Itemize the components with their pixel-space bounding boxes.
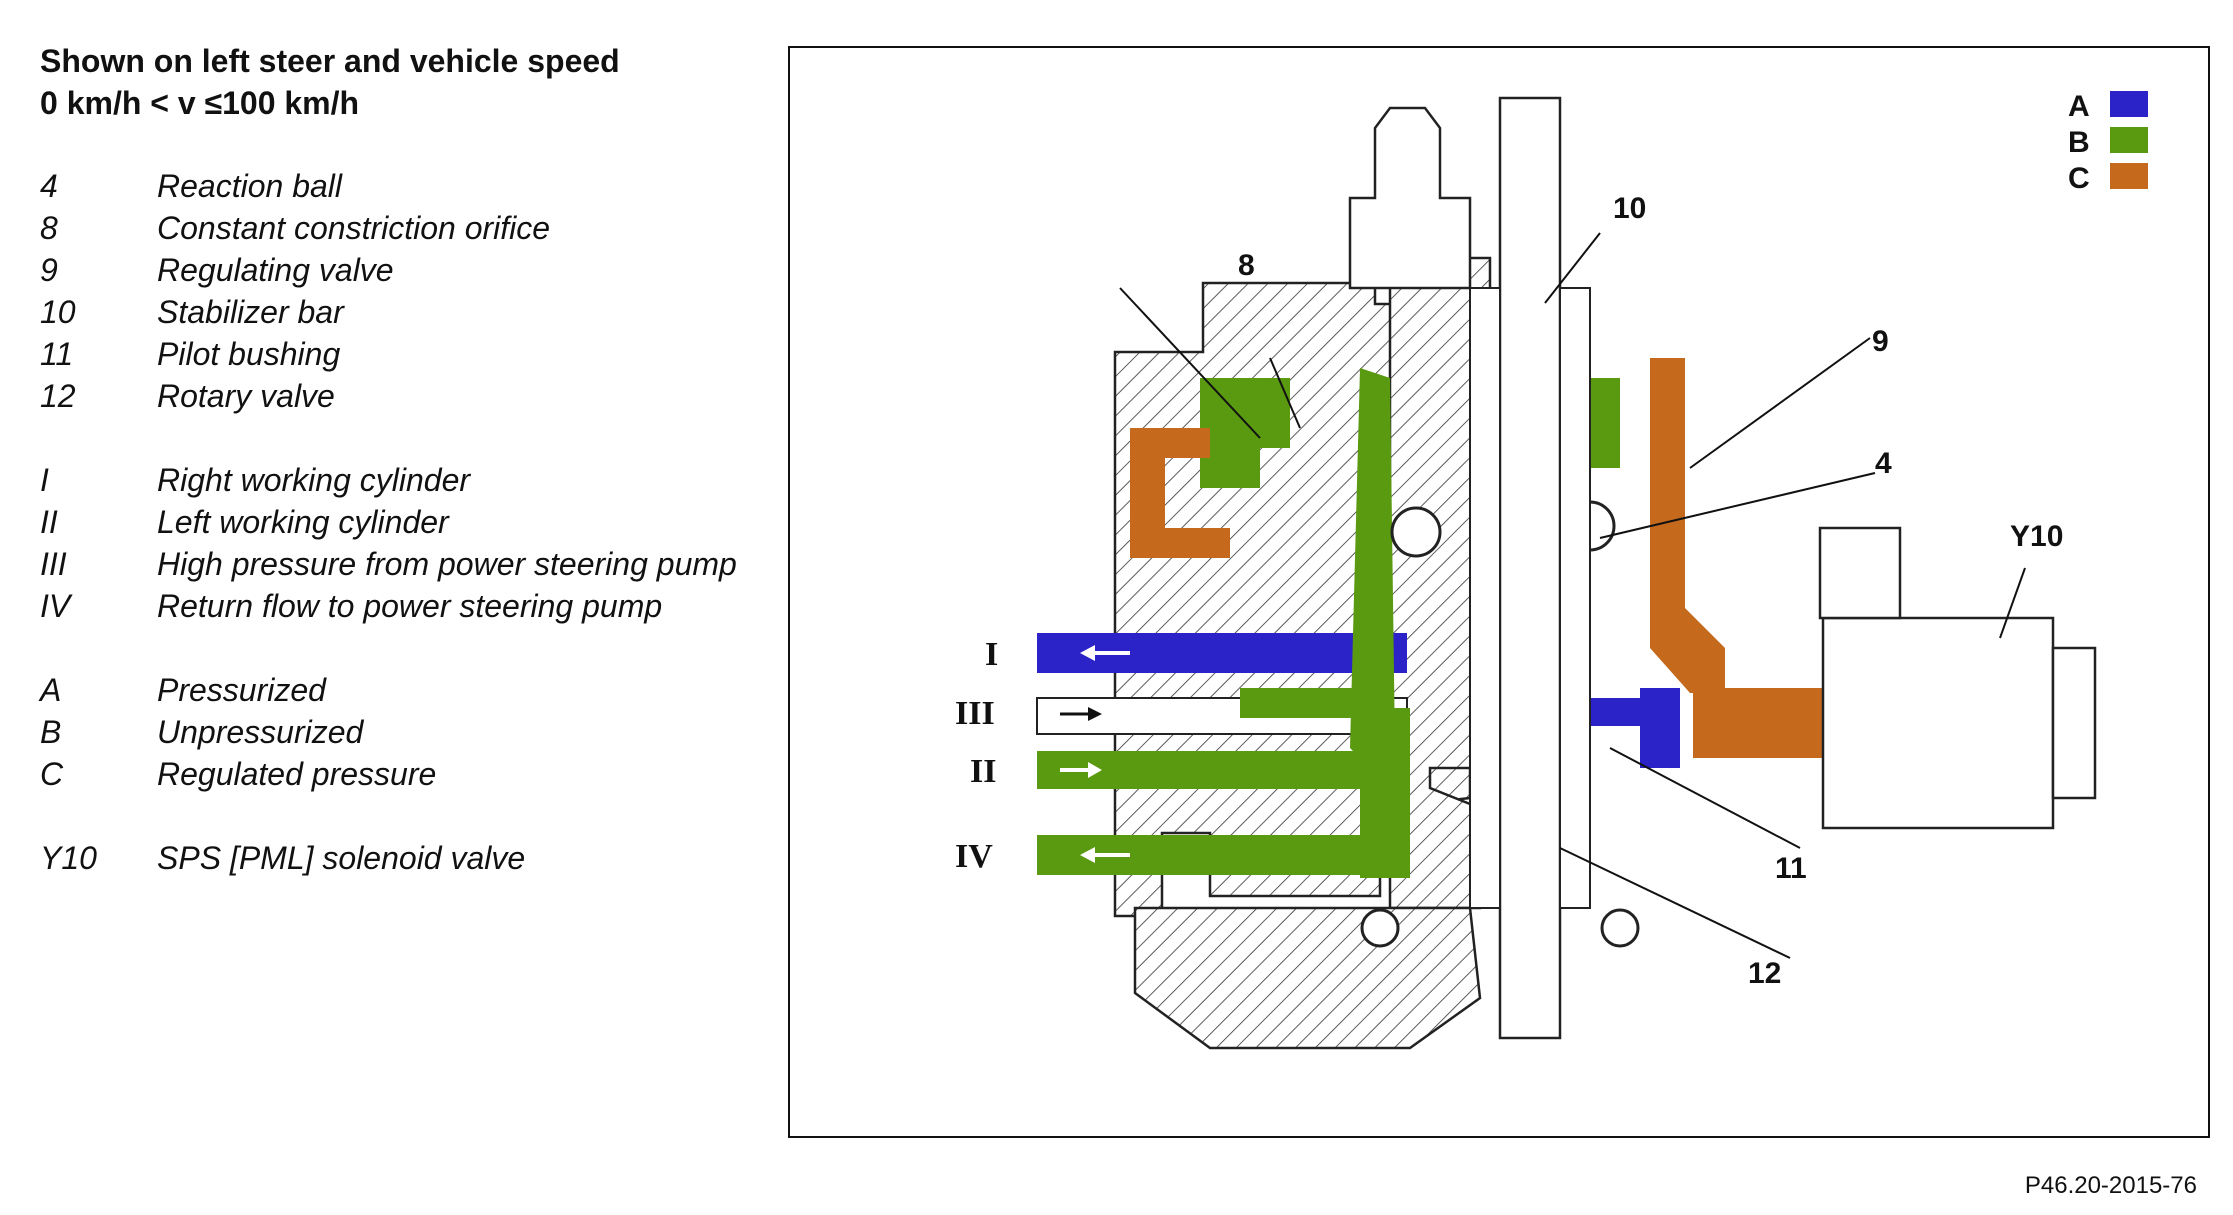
legend-item-12: 12 Rotary valve	[40, 375, 740, 417]
legend-item-11: 11 Pilot bushing	[40, 333, 740, 375]
callout-11: 11	[1775, 852, 1807, 885]
legend-code: A	[40, 672, 62, 708]
legend-desc: Return flow to power steering pump	[157, 588, 663, 624]
color-key-letter-A: A	[2068, 90, 2090, 123]
legend-desc: Unpressurized	[157, 714, 364, 750]
legend-desc: Constant constriction orifice	[157, 210, 551, 246]
callout-Y10: Y10	[2010, 520, 2063, 553]
legend-code: C	[40, 756, 64, 792]
legend-item-Y10: Y10 SPS [PML] solenoid valve	[40, 837, 740, 879]
legend-desc: Pressurized	[157, 672, 326, 708]
solenoid-cap	[2051, 646, 2097, 800]
rotary-valve-sleeve-right	[1559, 287, 1591, 909]
valve-diagram: 10 8 9 4 Y10 11 12 I III II IV A B C	[955, 90, 2148, 1050]
legend-item-9: 9 Regulating valve	[40, 249, 740, 291]
legend-desc: Regulating valve	[157, 252, 394, 288]
green-sleeve-left	[1350, 368, 1395, 768]
arrow-III-head	[1088, 707, 1102, 721]
rotary-valve-sleeve-left	[1469, 287, 1501, 909]
color-key-swatch-B	[2110, 127, 2148, 153]
color-key-letter-B: B	[2068, 126, 2090, 159]
leader-8	[1269, 357, 1301, 429]
legend-item-I: I Right working cylinder	[40, 459, 740, 501]
green-passage-left	[1200, 378, 1290, 488]
legend-desc: Rotary valve	[157, 378, 335, 414]
legend-code: 9	[40, 252, 58, 288]
solenoid-body	[1821, 616, 2055, 830]
legend-code: 10	[40, 294, 76, 330]
leader-11	[1609, 747, 1801, 849]
port-label-I: I	[985, 636, 998, 673]
legend-code: I	[40, 462, 49, 498]
stabilizer-bar	[1498, 96, 1562, 1040]
legend-code: II	[40, 504, 58, 540]
callout-8: 8	[1238, 249, 1255, 282]
port-label-II: II	[970, 753, 996, 790]
legend-item-B: B Unpressurized	[40, 711, 740, 753]
legend-desc: Pilot bushing	[157, 336, 341, 372]
legend-code: IV	[40, 588, 71, 624]
input-shaft-top	[1348, 106, 1472, 290]
regulated-passage-left	[1130, 428, 1230, 558]
solenoid-orange	[1693, 688, 1823, 758]
color-key-swatch-C	[2110, 163, 2148, 189]
legend-code: 11	[40, 336, 74, 372]
legend-desc: SPS [PML] solenoid valve	[157, 840, 526, 876]
leader-12	[1559, 847, 1791, 959]
legend-code: Y10	[40, 840, 97, 876]
legend-item-10: 10 Stabilizer bar	[40, 291, 740, 333]
pressurized-pocket-2	[1640, 688, 1680, 768]
diagram-frame: 10 8 9 4 Y10 11 12 I III II IV A B C	[788, 46, 2210, 1138]
arrow-II-head	[1088, 762, 1102, 778]
legend-item-A: A Pressurized	[40, 669, 740, 711]
legend-desc: Stabilizer bar	[157, 294, 344, 330]
legend-list: 4 Reaction ball 8 Constant constriction or…	[40, 165, 740, 879]
color-key-letter-C: C	[2068, 162, 2090, 195]
port-label-IV: IV	[955, 838, 993, 875]
leader-Y10	[1999, 567, 2026, 639]
legend-desc: High pressure from power steering pump	[157, 546, 737, 582]
callout-12: 12	[1748, 957, 1781, 990]
callout-4: 4	[1875, 447, 1892, 480]
leader-4	[1599, 472, 1876, 539]
arrow-IV-head	[1080, 847, 1095, 863]
callout-10: 10	[1613, 192, 1646, 225]
legend-item-4: 4 Reaction ball	[40, 165, 740, 207]
leader-9	[1689, 337, 1871, 469]
arrow-I-head	[1080, 645, 1095, 661]
leader-10	[1544, 232, 1601, 304]
legend-desc: Reaction ball	[157, 168, 342, 204]
bearing-ball-left	[1360, 908, 1400, 948]
bearing-ball-right	[1600, 908, 1640, 948]
legend-item-II: II Left working cylinder	[40, 501, 740, 543]
legend-item-III: III High pressure from power steering pum…	[40, 543, 740, 585]
legend-code: III	[40, 546, 67, 582]
valve-housing-bottom	[1133, 906, 1482, 1050]
legend-item-C: C Regulated pressure	[40, 753, 740, 795]
legend-item-IV: IV Return flow to power steering pump	[40, 585, 740, 627]
legend-desc: Left working cylinder	[157, 504, 449, 540]
leader-8b	[1119, 287, 1261, 439]
port-label-III: III	[955, 695, 995, 732]
heading-line-1: Shown on left steer and vehicle speed	[40, 43, 620, 79]
figure-reference: P46.20-2015-76	[2024, 1172, 2197, 1199]
legend-desc: Right working cylinder	[157, 462, 471, 498]
heading: Shown on left steer and vehicle speed 0 …	[40, 40, 620, 124]
legend-code: 4	[40, 168, 58, 204]
color-key-swatch-A	[2110, 91, 2148, 117]
reaction-ball-left	[1390, 506, 1442, 558]
legend-item-8: 8 Constant constriction orifice	[40, 207, 740, 249]
legend-code: 8	[40, 210, 58, 246]
regulated-passage-right	[1650, 358, 1725, 693]
solenoid-connector	[1818, 526, 1902, 620]
heading-line-2: 0 km/h < v ≤100 km/h	[40, 85, 360, 121]
legend-desc: Regulated pressure	[157, 756, 437, 792]
callout-9: 9	[1872, 325, 1889, 358]
legend-code: B	[40, 714, 62, 750]
legend-code: 12	[40, 378, 76, 414]
